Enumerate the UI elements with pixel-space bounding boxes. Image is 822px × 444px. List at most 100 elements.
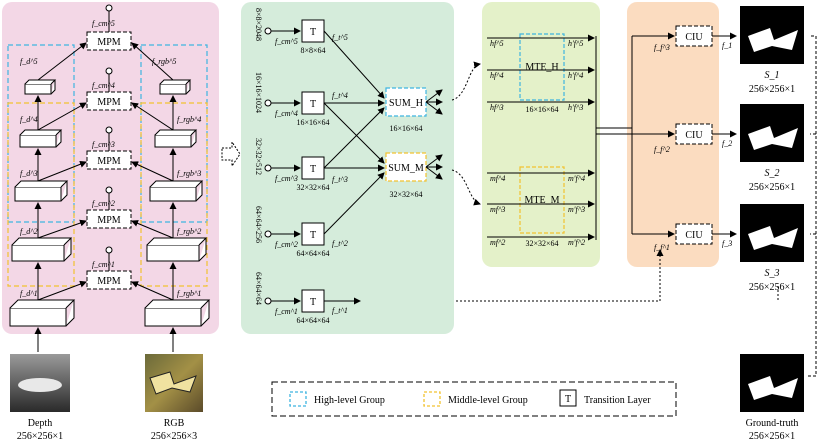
out-size-4: 16×16×64	[296, 118, 329, 127]
cm-feature-1: f_cm^1	[92, 260, 115, 269]
depth-block-1	[9, 299, 76, 327]
ciu-label-3: CIU	[685, 230, 703, 241]
gt-supervision-line	[808, 35, 817, 377]
in-size-1: 64×64×64	[254, 272, 263, 305]
depth-feature-1: f_d^1	[20, 289, 38, 298]
depth-input-name: Depth	[28, 418, 52, 429]
t-input-5: f_cm^5	[275, 37, 298, 46]
rgb-block-2	[146, 237, 208, 262]
mte-h-in-3: hf^3	[490, 103, 504, 112]
mte-m-size: 32×32×64	[525, 239, 558, 248]
t-label-5: T	[310, 27, 316, 38]
rgb-block-5	[159, 79, 192, 95]
output-size-2: 256×256×1	[749, 182, 795, 193]
in-size-5: 8×8×2048	[254, 8, 263, 41]
depth-silhouette	[18, 378, 62, 392]
t-input-3: f_cm^3	[275, 174, 298, 183]
mte-h-out-1: h′f^5	[568, 39, 583, 48]
t-output-5: f_t^5	[332, 33, 348, 42]
mpm-label-5: MPM	[97, 37, 120, 48]
mte-m-label: MTE_M	[525, 195, 560, 206]
t-label-1: T	[310, 297, 316, 308]
in-size-2: 64×64×256	[254, 206, 263, 243]
output-map-1	[740, 6, 804, 64]
t-label-3: T	[310, 164, 316, 175]
ciu-in-1: f_f^3	[654, 43, 670, 52]
output-name-2: S_2	[765, 168, 780, 179]
mte-h-in-2: hf^4	[490, 71, 504, 80]
ciu-in-2: f_f^2	[654, 145, 670, 154]
hollow-arrow	[221, 140, 241, 168]
ciu-label-2: CIU	[685, 130, 703, 141]
mte-m-out-1: m′f^4	[568, 174, 585, 183]
out-size-5: 8×8×64	[300, 46, 325, 55]
middle-group-box-depth	[7, 102, 75, 287]
depth-block-3	[14, 180, 69, 202]
t-output-2: f_t^2	[332, 239, 348, 248]
sum-h-box	[385, 87, 427, 117]
t-label-4: T	[310, 99, 316, 110]
sum-m-size: 32×32×64	[389, 190, 422, 199]
sum-h-label: SUM_H	[389, 98, 423, 109]
encoder	[7, 4, 211, 352]
out-size-3: 32×32×64	[296, 183, 329, 192]
ciu-section	[631, 25, 779, 300]
depth-feature-5: f_d^5	[20, 57, 38, 66]
ground-truth-map	[740, 354, 804, 412]
depth-block-4	[19, 129, 63, 148]
rgb-feature-4: f_rgb^4	[177, 115, 201, 124]
in-size-4: 16×16×1024	[254, 72, 263, 113]
legend-box	[271, 381, 677, 417]
t-label-2: T	[310, 230, 316, 241]
mte-h-out-3: h′f^3	[568, 103, 583, 112]
cm-feature-2: f_cm^2	[92, 199, 115, 208]
legend-high-swatch	[289, 391, 307, 407]
depth-feature-3: f_d^3	[20, 169, 38, 178]
mte-section	[487, 33, 632, 241]
mpm-label-4: MPM	[97, 97, 120, 108]
output-size-1: 256×256×1	[749, 84, 795, 95]
cm-feature-4: f_cm^4	[92, 81, 115, 90]
mte-h-box	[519, 33, 565, 101]
mte-m-out-3: m′f^2	[568, 238, 585, 247]
depth-block-2	[11, 237, 73, 262]
mte-m-out-2: m′f^3	[568, 205, 585, 214]
cm-feature-5: f_cm^5	[92, 19, 115, 28]
t-input-2: f_cm^2	[275, 240, 298, 249]
sum-m-label: SUM_M	[388, 163, 424, 174]
depth-feature-2: f_d^2	[20, 227, 38, 236]
rgb-block-1	[144, 299, 211, 327]
ground-truth-size: 256×256×1	[749, 431, 795, 442]
output-map-3	[740, 204, 804, 262]
legend-t-box	[559, 389, 577, 407]
rgb-input-name: RGB	[164, 418, 185, 429]
rgb-feature-3: f_rgb^3	[177, 169, 201, 178]
legend-t-symbol: T	[565, 394, 571, 405]
transition-section	[264, 19, 664, 313]
ciu-label-1: CIU	[685, 32, 703, 43]
middle-group-box-rgb	[140, 102, 208, 287]
mte-m-in-3: mf^2	[490, 238, 505, 247]
mte-m-in-1: mf^4	[490, 174, 505, 183]
mpm-label-1: MPM	[97, 276, 120, 287]
out-size-2: 64×64×64	[296, 249, 329, 258]
t-input-4: f_cm^4	[275, 109, 298, 118]
mte-h-out-2: h′f^4	[568, 71, 583, 80]
t-output-4: f_t^4	[332, 91, 348, 100]
ciu-out-3: f_3	[722, 239, 732, 248]
mte-m-box	[519, 166, 565, 234]
mte-m-in-2: mf^3	[490, 205, 505, 214]
depth-block-5	[24, 79, 57, 95]
rgb-block-4	[154, 129, 198, 148]
mte-panel	[482, 2, 600, 267]
t-input-1: f_cm^1	[275, 307, 298, 316]
rgb-butterfly	[149, 371, 197, 395]
output-map-2	[740, 104, 804, 162]
mpm-label-3: MPM	[97, 156, 120, 167]
mpm-label-2: MPM	[97, 215, 120, 226]
cm-feature-3: f_cm^3	[92, 140, 115, 149]
out-size-1: 64×64×64	[296, 316, 329, 325]
output-size-3: 256×256×1	[749, 282, 795, 293]
ciu-out-2: f_2	[722, 139, 732, 148]
rgb-feature-2: f_rgb^2	[177, 227, 201, 236]
